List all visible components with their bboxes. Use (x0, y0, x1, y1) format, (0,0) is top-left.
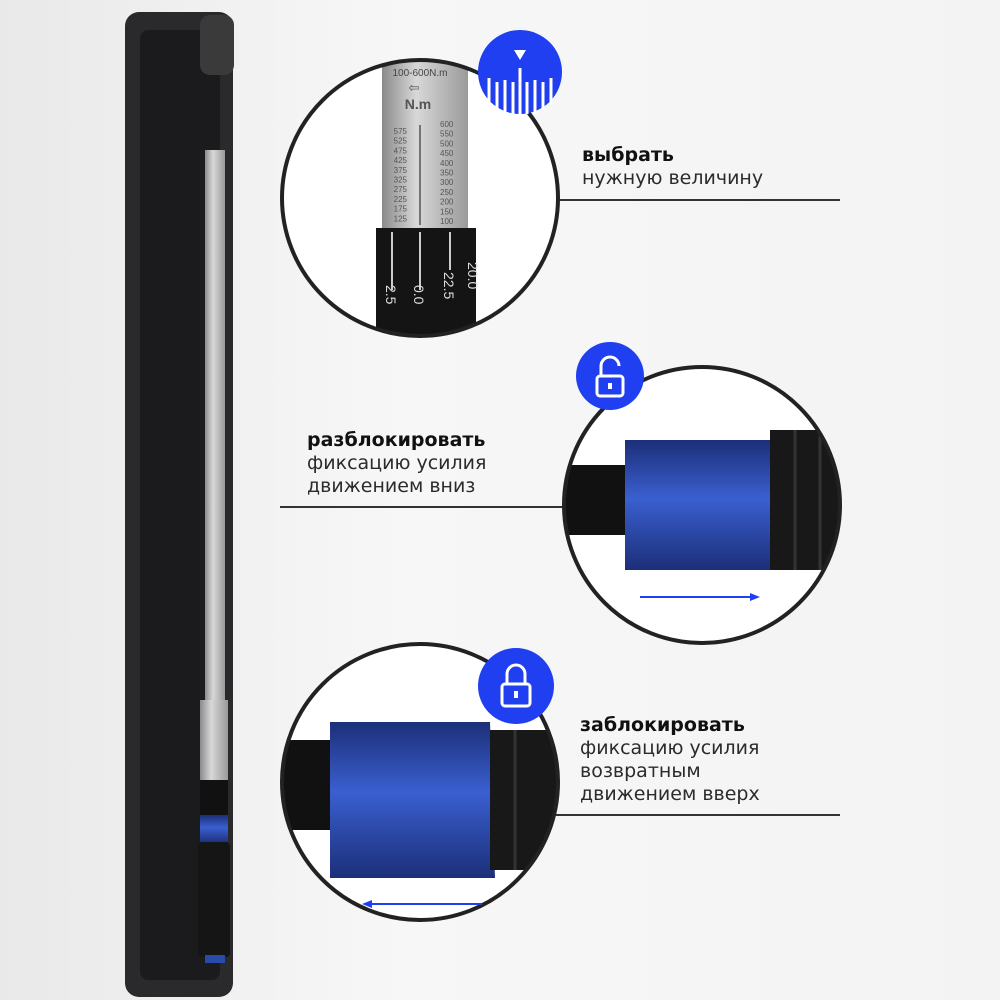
range-label: 100-600N.m (392, 68, 447, 79)
lock-icon (478, 648, 554, 724)
scale-tick-label: 300 (440, 178, 454, 187)
scale-tick-label: 150 (440, 207, 454, 216)
arrow-left-icon: ⇦ (409, 80, 420, 95)
scale-tick-label: 500 (440, 139, 454, 148)
dial-value: 20.0 (465, 262, 481, 289)
dial-value: 22.5 (441, 272, 457, 299)
scale-tick-label: 125 (394, 214, 408, 223)
scale-tick-label: 200 (440, 198, 454, 207)
unit-label: N.m (405, 96, 431, 112)
step-line: возвратным (580, 760, 701, 782)
scale-tick-label: 350 (440, 169, 454, 178)
scale-tick-label: 525 (394, 137, 408, 146)
scale-tick-label: 225 (394, 195, 408, 204)
unlock-icon (576, 342, 644, 410)
scale-tick-label: 550 (440, 130, 454, 139)
scale-tick-label: 375 (394, 166, 408, 175)
scale-select-icon (478, 30, 562, 114)
step-line: движением вверх (580, 783, 760, 805)
step-unlock-text: разблокировать фиксацию усилия движением… (307, 429, 486, 498)
step-title: разблокировать (307, 429, 486, 451)
step-line: движением вниз (307, 475, 476, 497)
step-line: фиксацию усилия (580, 737, 760, 759)
lock-detail-circle (280, 642, 560, 922)
scale-detail-circle: 100-600N.m ⇦ N.m 57552547542537532527522… (280, 58, 560, 338)
scale-tick-label: 250 (440, 188, 454, 197)
scale-tick-label: 425 (394, 156, 408, 165)
scale-tick-label: 275 (394, 185, 408, 194)
unlock-detail-circle (562, 365, 842, 645)
step-select-text: выбрать нужную величину (582, 144, 763, 190)
scale-tick-label: 575 (394, 127, 408, 136)
scale-tick-label: 600 (440, 120, 454, 129)
step-lock-text: заблокировать фиксацию усилия возвратным… (580, 714, 760, 806)
wrench-case (125, 12, 234, 997)
dial-value: 0.0 (411, 285, 427, 305)
scale-tick-label: 450 (440, 149, 454, 158)
dial-value: 2.5 (383, 285, 399, 305)
step-title: заблокировать (580, 714, 745, 736)
scale-tick-label: 400 (440, 159, 454, 168)
step-title: выбрать (582, 144, 674, 166)
step-line: нужную величину (582, 167, 764, 189)
step-line: фиксацию усилия (307, 452, 487, 474)
scale-tick-label: 325 (394, 176, 408, 185)
scale-tick-label: 475 (394, 146, 408, 155)
scale-tick-label: 100 (440, 217, 454, 226)
scale-tick-label: 175 (394, 205, 408, 214)
